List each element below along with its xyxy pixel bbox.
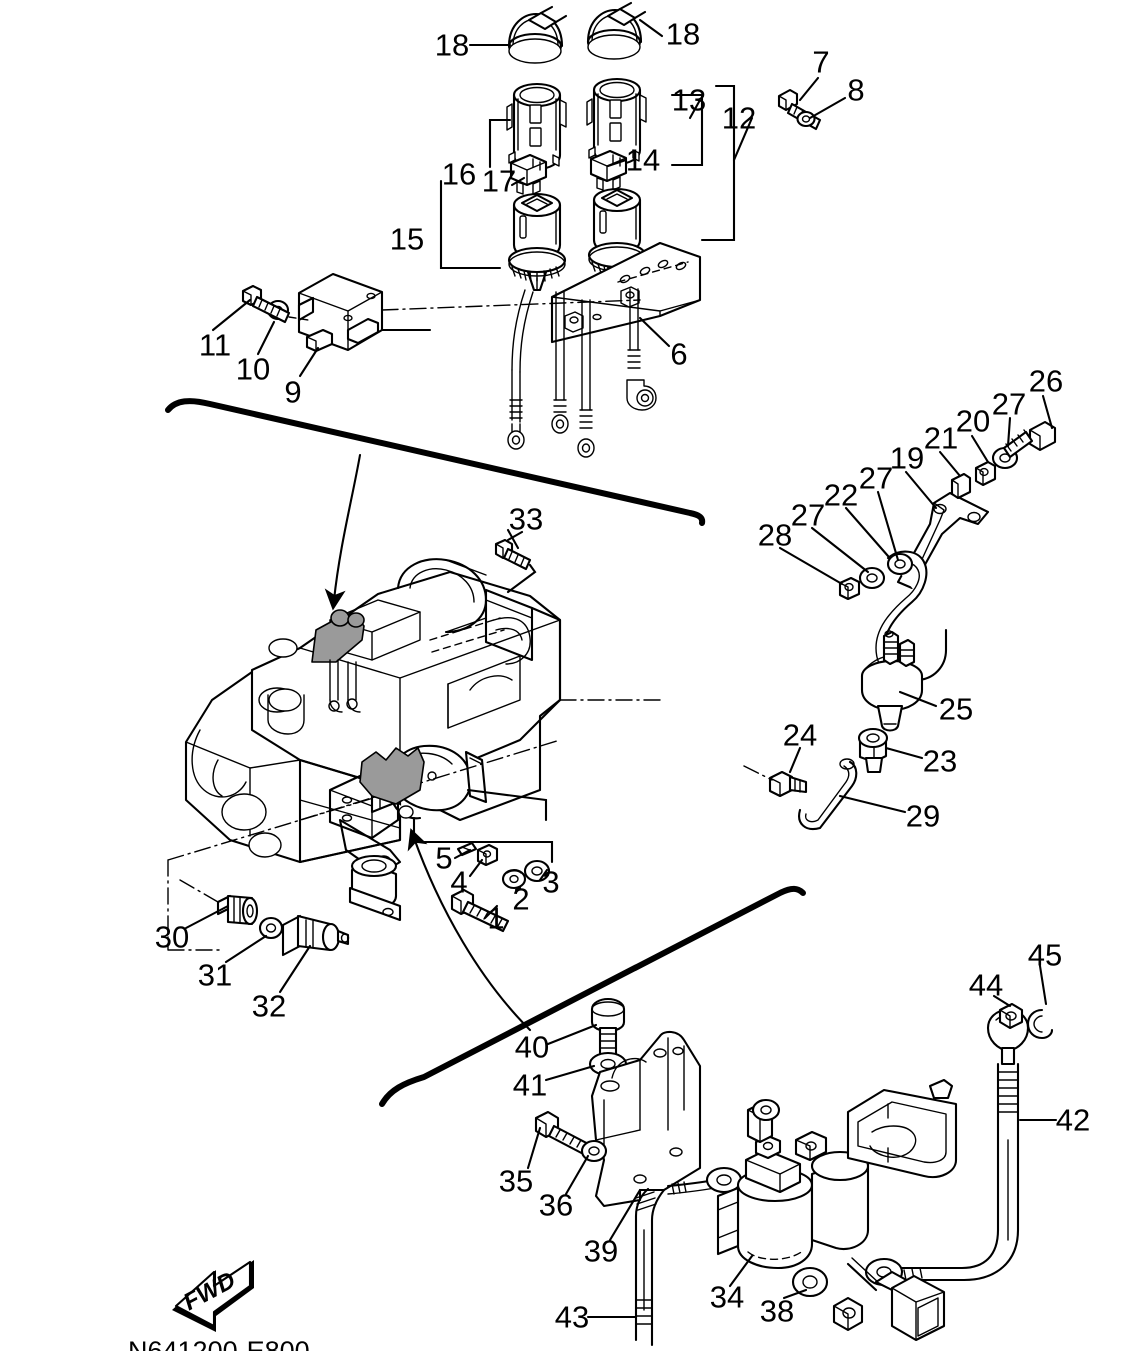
callout-31: 31 (197, 957, 233, 993)
callout-10: 10 (235, 351, 271, 387)
callout-42: 42 (1055, 1102, 1091, 1138)
callout-40: 40 (514, 1029, 550, 1065)
callout-13: 13 (671, 82, 707, 118)
fwd-arrow-icon: FWD (172, 1260, 254, 1332)
callout-11: 11 (198, 327, 232, 363)
callout-18-left: 18 (434, 27, 470, 63)
callout-39: 39 (583, 1233, 619, 1269)
callout-8: 8 (847, 72, 865, 108)
callout-7: 7 (812, 44, 830, 80)
callout-45: 45 (1027, 937, 1063, 973)
callout-23: 23 (922, 743, 958, 779)
callout-27-c: 27 (790, 497, 826, 533)
callout-22: 22 (823, 477, 859, 513)
callout-25: 25 (938, 691, 974, 727)
callout-4: 4 (450, 864, 468, 900)
callout-2: 2 (512, 881, 530, 917)
callout-28: 28 (757, 517, 793, 553)
callout-35: 35 (498, 1163, 534, 1199)
callout-26: 26 (1028, 363, 1064, 399)
callout-12: 12 (721, 100, 757, 136)
callout-14: 14 (625, 142, 661, 178)
callout-33: 33 (508, 501, 544, 537)
callout-36: 36 (538, 1187, 574, 1223)
callout-19: 19 (889, 440, 925, 476)
figure-code: N641200-E800 (128, 1336, 310, 1351)
callout-34: 34 (709, 1279, 745, 1315)
callout-29: 29 (905, 798, 941, 834)
callout-27-b: 27 (858, 460, 894, 496)
callout-24: 24 (782, 717, 818, 753)
callout-15: 15 (389, 221, 425, 257)
callout-18-right: 18 (665, 16, 701, 52)
callout-16: 16 (441, 156, 477, 192)
callout-41: 41 (512, 1067, 548, 1103)
callout-43: 43 (554, 1299, 590, 1335)
callout-21: 21 (923, 420, 959, 456)
callout-27-a: 27 (991, 386, 1027, 422)
callout-6: 6 (670, 336, 688, 372)
callout-3: 3 (542, 864, 560, 900)
callout-20: 20 (955, 403, 991, 439)
callout-5: 5 (435, 840, 453, 876)
callout-38: 38 (759, 1293, 795, 1329)
callout-17: 17 (481, 163, 517, 199)
callout-32: 32 (251, 988, 287, 1024)
callout-30: 30 (154, 919, 190, 955)
callout-44: 44 (968, 967, 1004, 1003)
callout-1: 1 (487, 900, 505, 936)
callout-9: 9 (284, 374, 302, 410)
